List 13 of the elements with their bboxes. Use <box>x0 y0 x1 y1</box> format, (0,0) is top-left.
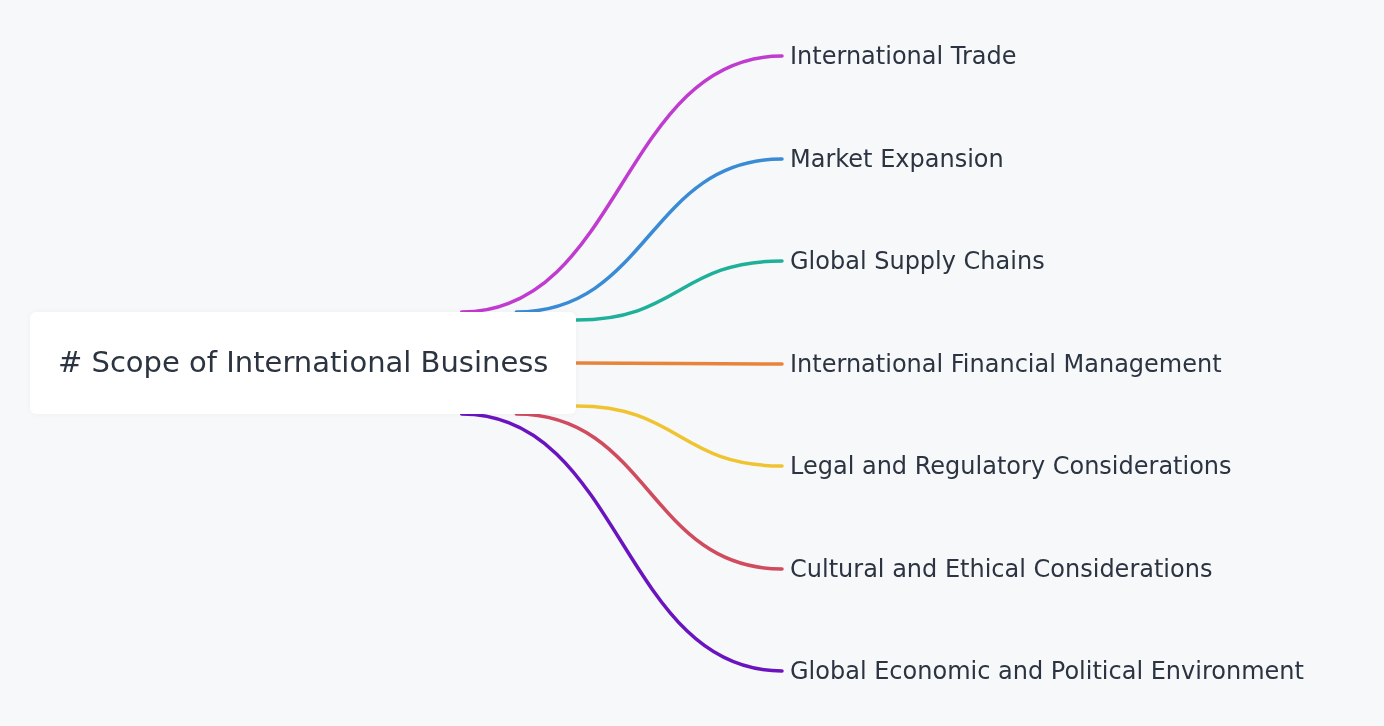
subtopic-label: Legal and Regulatory Considerations <box>782 451 1232 481</box>
subtopic-label: Cultural and Ethical Considerations <box>782 554 1213 584</box>
topic-title: # Scope of International Business <box>58 344 549 382</box>
subtopic-label: Market Expansion <box>782 144 1004 174</box>
connector-line <box>459 412 784 673</box>
subtopic-label: International Financial Management <box>782 349 1222 379</box>
root-topic-box <box>30 312 577 414</box>
connector-line <box>514 157 784 314</box>
connector-line <box>459 54 784 314</box>
subtopic-label: Global Economic and Political Environment <box>782 656 1304 686</box>
subtopic-label: Global Supply Chains <box>782 246 1045 276</box>
connector-line <box>514 412 784 571</box>
subtopic-label: International Trade <box>782 41 1017 71</box>
